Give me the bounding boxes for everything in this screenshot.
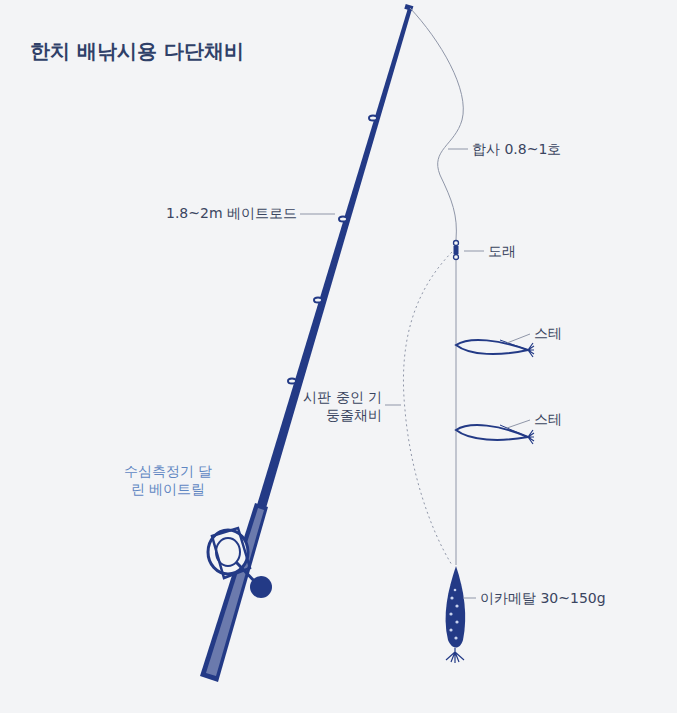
rod-label: 1.8~2m 베이트로드 <box>166 204 297 222</box>
sutte-lure <box>456 340 534 357</box>
title: 한치 배낚시용 다단채비 <box>30 38 244 64</box>
part-label: 도래 <box>488 242 516 260</box>
sutte-lure <box>456 425 534 444</box>
baitcast-reel <box>208 528 272 598</box>
reel-label: 수심측정기 달린 베이트릴 <box>118 462 218 498</box>
rig-label: 시판 중인 기둥줄채비 <box>300 388 382 424</box>
part-label: 스테 <box>534 324 562 342</box>
line-label: 합사 0.8~1호 <box>472 140 561 158</box>
trunk-line <box>456 260 457 565</box>
rod-blank <box>257 8 412 508</box>
rig-bracket <box>403 252 452 565</box>
rod-guides <box>288 116 377 384</box>
part-label: 이카메탈 30~150g <box>480 589 606 607</box>
leader-line <box>300 149 530 598</box>
part-label: 스테 <box>534 410 562 428</box>
ika-metal <box>446 566 466 663</box>
swivel <box>454 241 459 260</box>
main-line <box>410 8 463 240</box>
